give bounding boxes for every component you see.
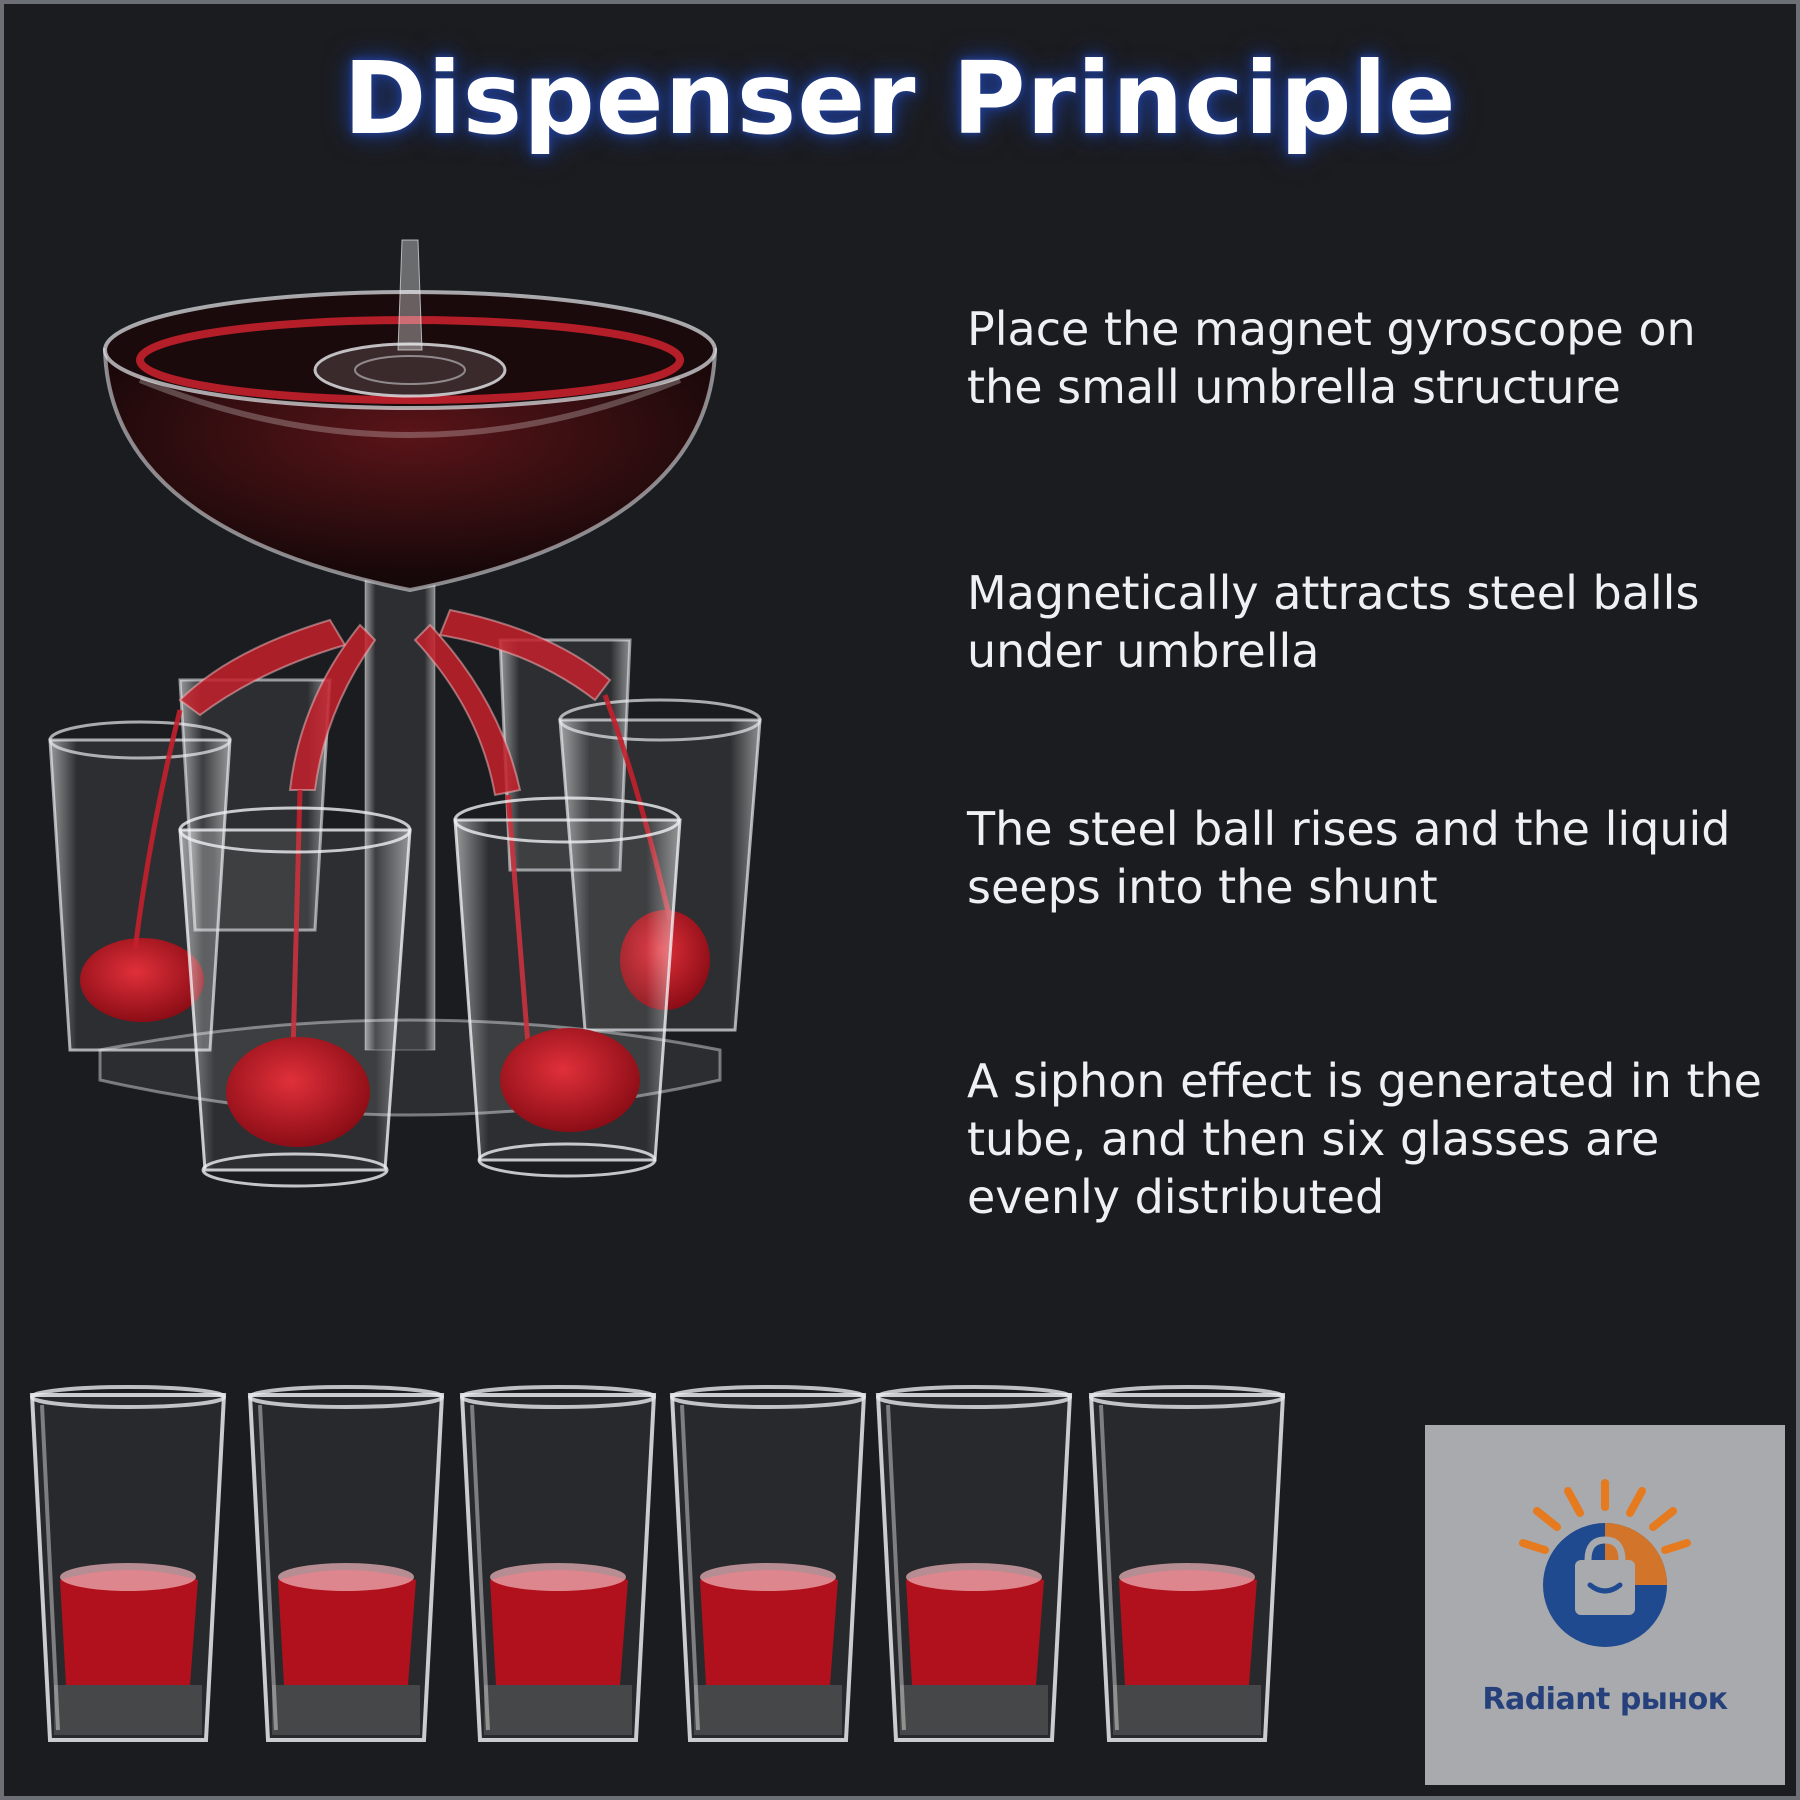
magnet-gyroscope <box>313 239 507 398</box>
brand-logo: Radiant рынок <box>1425 1425 1785 1785</box>
shot-glass-5 <box>875 1385 1073 1742</box>
shot-glass-4 <box>669 1385 867 1742</box>
step-1-text: Place the magnet gyroscope on the small … <box>967 302 1696 414</box>
shot-glass-1 <box>29 1385 227 1742</box>
shot-glass-6 <box>1088 1385 1286 1742</box>
shot-glass-3 <box>459 1385 657 1742</box>
brand-name: Radiant рынок <box>1482 1682 1728 1717</box>
shot-glasses-row <box>29 1385 1286 1742</box>
dispenser-illustration <box>48 239 762 1188</box>
page-title: Dispenser Principle <box>343 40 1457 157</box>
step-3-text: The steel ball rises and the liquid seep… <box>967 802 1731 914</box>
dispenser-bowl <box>102 290 718 593</box>
step-4-text: A siphon effect is generated in the tube… <box>967 1054 1762 1224</box>
siphon-arms <box>178 608 612 797</box>
sun-bag-icon <box>1519 1479 1691 1647</box>
step-2-text: Magnetically attracts steel balls under … <box>967 566 1700 678</box>
shot-glass-2 <box>247 1385 445 1742</box>
